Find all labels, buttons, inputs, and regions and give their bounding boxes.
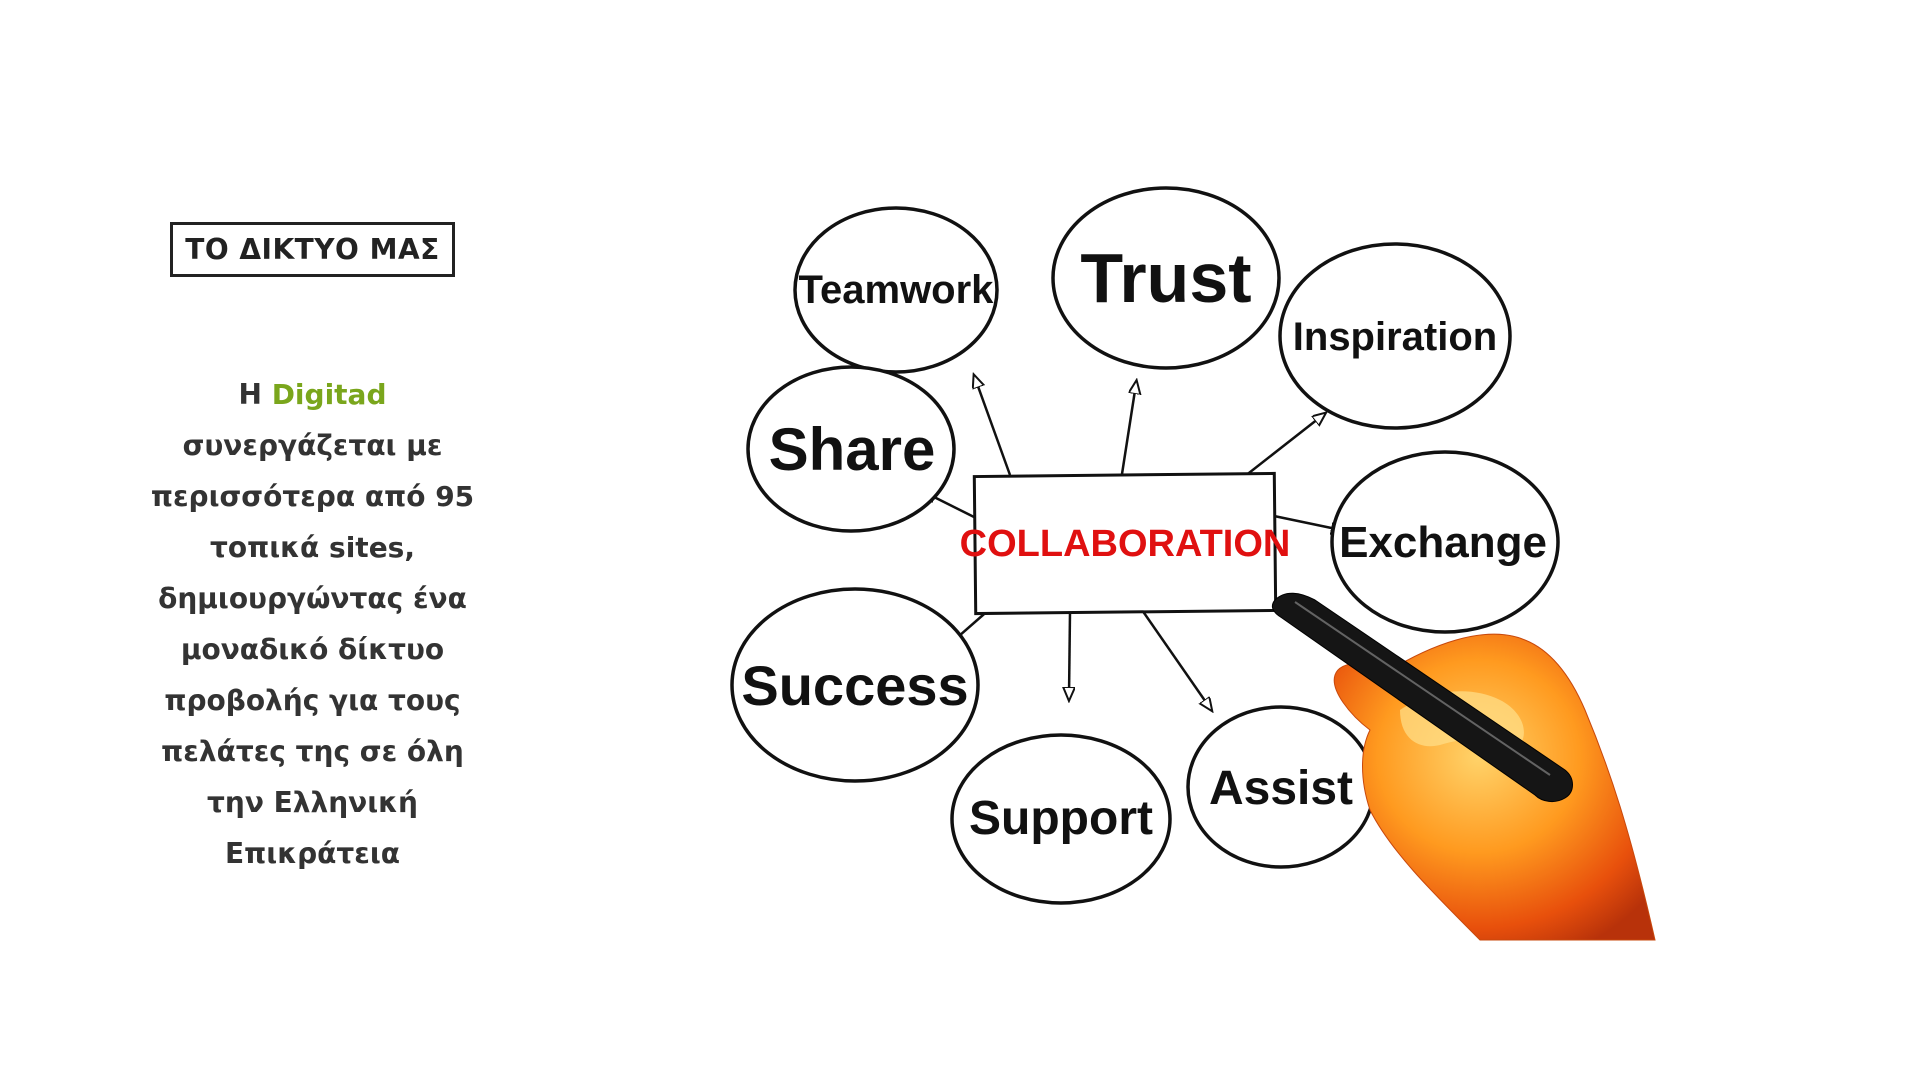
description-line-10: Επικράτεια bbox=[225, 837, 400, 870]
center-node: COLLABORATION bbox=[960, 471, 1291, 616]
network-info-panel: ΤΟ ΔΙΚΤΥΟ ΜΑΣ Η Digitad συνεργάζεται με … bbox=[140, 222, 485, 879]
description-line-1: Η Digitad bbox=[140, 369, 485, 420]
center-node-label: COLLABORATION bbox=[960, 523, 1291, 565]
node-assist-label: Assist bbox=[1209, 762, 1353, 815]
section-badge: ΤΟ ΔΙΚΤΥΟ ΜΑΣ bbox=[170, 222, 455, 277]
description-line-9: την Ελληνική bbox=[207, 786, 418, 819]
node-exchange: Exchange bbox=[1330, 450, 1560, 634]
description-prefix: Η bbox=[238, 378, 272, 411]
node-teamwork: Teamwork bbox=[793, 206, 999, 374]
node-exchange-label: Exchange bbox=[1339, 518, 1547, 567]
node-success: Success bbox=[730, 587, 980, 783]
mindmap-svg: COLLABORATION Teamwork Trust Inspiration… bbox=[730, 186, 1656, 941]
arrow-to-assist bbox=[1140, 609, 1210, 708]
description-line-4: τοπικά sites, bbox=[210, 531, 415, 564]
node-success-label: Success bbox=[741, 654, 968, 717]
description-line-7: προβολής για τους bbox=[164, 684, 461, 717]
node-assist: Assist bbox=[1186, 705, 1376, 869]
node-teamwork-label: Teamwork bbox=[799, 268, 995, 312]
collaboration-mindmap-image: COLLABORATION Teamwork Trust Inspiration… bbox=[670, 170, 1700, 950]
marker-pen bbox=[1271, 592, 1573, 803]
node-support: Support bbox=[950, 733, 1172, 905]
arrow-to-inspiration bbox=[1239, 415, 1323, 481]
node-share-label: Share bbox=[769, 416, 936, 483]
description-line-8: πελάτες της σε όλη bbox=[161, 735, 464, 768]
description-line-5: δημιουργώντας ένα bbox=[158, 582, 467, 615]
node-inspiration: Inspiration bbox=[1278, 242, 1512, 430]
connector-arrows bbox=[926, 378, 1341, 708]
node-trust-label: Trust bbox=[1080, 239, 1251, 317]
hand-with-marker-illustration bbox=[1271, 592, 1656, 941]
marker-highlight bbox=[1294, 601, 1551, 776]
brand-name: Digitad bbox=[271, 378, 387, 411]
description-line-6: μοναδικό δίκτυο bbox=[180, 633, 445, 666]
description-line-2: συνεργάζεται με bbox=[182, 429, 443, 462]
arrow-to-exchange bbox=[1273, 514, 1341, 530]
arrow-to-support bbox=[1069, 611, 1070, 697]
node-trust: Trust bbox=[1051, 186, 1281, 370]
arrow-to-trust bbox=[1120, 384, 1136, 475]
node-inspiration-label: Inspiration bbox=[1293, 315, 1497, 359]
arrow-to-teamwork bbox=[975, 378, 1012, 476]
node-support-label: Support bbox=[969, 792, 1153, 845]
network-description: Η Digitad συνεργάζεται με περισσότερα απ… bbox=[140, 369, 485, 879]
node-share: Share bbox=[746, 365, 956, 533]
description-line-3: περισσότερα από 95 bbox=[150, 480, 475, 513]
